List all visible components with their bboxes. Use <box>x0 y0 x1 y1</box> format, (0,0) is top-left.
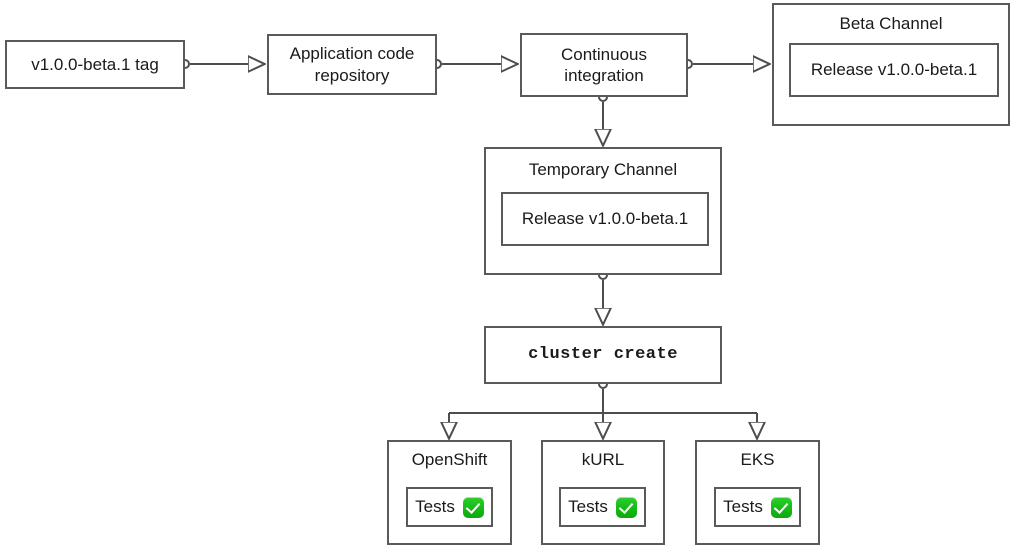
node-cluster-create-label: cluster create <box>528 345 678 365</box>
check-mark-button-icon <box>462 496 484 518</box>
node-version-tag[interactable]: v1.0.0-beta.1 tag <box>5 40 185 89</box>
node-target-openshift-tests[interactable]: Tests <box>406 487 493 527</box>
node-temporary-channel-title: Temporary Channel <box>528 160 678 179</box>
node-beta-channel-title: Beta Channel <box>839 14 943 33</box>
node-application-code-repository-label: Application code repository <box>289 44 415 85</box>
check-mark-button-icon <box>615 496 637 518</box>
node-target-kurl-tests[interactable]: Tests <box>559 487 646 527</box>
node-beta-channel-release-label: Release v1.0.0-beta.1 <box>810 60 978 79</box>
node-continuous-integration-label: Continuous integration <box>560 44 647 85</box>
node-target-openshift[interactable]: OpenShift Tests <box>387 440 512 545</box>
node-version-tag-label: v1.0.0-beta.1 tag <box>31 54 159 74</box>
node-target-eks[interactable]: EKS Tests <box>695 440 820 545</box>
tests-label: Tests <box>415 497 455 516</box>
node-target-eks-title: EKS <box>740 450 775 469</box>
node-temporary-channel-release-label: Release v1.0.0-beta.1 <box>521 209 689 228</box>
node-target-kurl[interactable]: kURL Tests <box>541 440 665 545</box>
node-target-openshift-title: OpenShift <box>411 450 488 469</box>
node-temporary-channel[interactable]: Temporary Channel Release v1.0.0-beta.1 <box>484 147 722 275</box>
node-cluster-create-command[interactable]: cluster create <box>484 326 722 384</box>
node-target-eks-tests[interactable]: Tests <box>714 487 801 527</box>
tests-label: Tests <box>568 497 608 516</box>
check-mark-button-icon <box>770 496 792 518</box>
node-temporary-channel-release[interactable]: Release v1.0.0-beta.1 <box>501 192 709 246</box>
node-beta-channel-release[interactable]: Release v1.0.0-beta.1 <box>789 43 999 97</box>
tests-label: Tests <box>723 497 763 516</box>
node-application-code-repository[interactable]: Application code repository <box>267 34 437 95</box>
node-beta-channel[interactable]: Beta Channel Release v1.0.0-beta.1 <box>772 3 1010 126</box>
node-target-kurl-title: kURL <box>581 450 625 469</box>
node-continuous-integration[interactable]: Continuous integration <box>520 33 688 97</box>
